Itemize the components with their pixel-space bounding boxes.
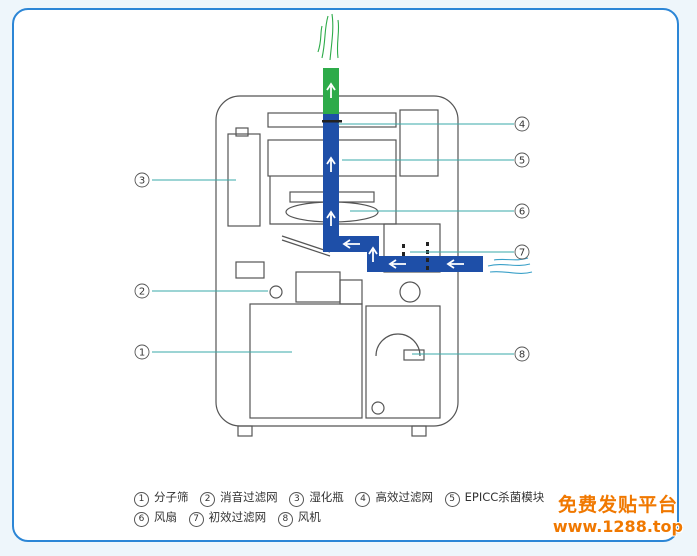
diagram-card bbox=[12, 8, 679, 542]
arrow-left-icon bbox=[342, 239, 360, 249]
wheel-caster bbox=[371, 401, 385, 415]
humidifier-cap bbox=[235, 127, 249, 137]
arrow-up-icon bbox=[326, 82, 336, 98]
exhaust-wisps-icon bbox=[317, 13, 340, 61]
exhaust-flow bbox=[317, 13, 340, 114]
arrow-up-icon bbox=[326, 156, 336, 172]
callout-num-1: 1 bbox=[139, 348, 145, 359]
callout-circles bbox=[134, 116, 530, 362]
connector-circle bbox=[269, 285, 283, 299]
valve-block bbox=[235, 261, 265, 279]
slanted-duct-bottom bbox=[281, 239, 331, 257]
silencer-cap bbox=[339, 279, 363, 305]
molecular-sieve bbox=[249, 303, 363, 419]
callout-num-4: 4 bbox=[519, 120, 525, 131]
callout-num-2: 2 bbox=[139, 287, 145, 298]
watermark-line1: 免费发贴平台 bbox=[557, 494, 678, 516]
duct-vertical bbox=[323, 114, 339, 238]
blower-housing bbox=[375, 333, 421, 357]
callout-num-6: 6 bbox=[519, 207, 525, 218]
arrow-up-icon bbox=[326, 210, 336, 226]
slanted-duct-top bbox=[281, 235, 331, 253]
intake-wisps-icon bbox=[487, 257, 533, 274]
watermark-line2: www.1288.top bbox=[552, 517, 683, 536]
blower-motor bbox=[403, 349, 425, 361]
callout-num-7: 7 bbox=[519, 248, 525, 259]
watermark: 免费发贴平台 www.1288.top bbox=[553, 490, 683, 536]
arrow-left-icon bbox=[446, 259, 464, 269]
machine-foot-left bbox=[237, 425, 253, 437]
compressor-wheel bbox=[399, 281, 421, 303]
intake-flow bbox=[323, 114, 483, 272]
callout-lines bbox=[152, 123, 514, 355]
callout-num-8: 8 bbox=[519, 350, 525, 361]
callout-num-5: 5 bbox=[519, 156, 525, 167]
flow-arrows bbox=[326, 156, 464, 269]
duct-horizontal-lower bbox=[367, 256, 483, 272]
callout-num-3: 3 bbox=[139, 176, 145, 187]
lower-right-cabinet bbox=[365, 305, 441, 419]
machine-foot-right bbox=[411, 425, 427, 437]
right-cabinet bbox=[399, 109, 439, 177]
silencer-filter-body bbox=[295, 271, 341, 303]
callout-numbers: 3 2 1 4 5 6 7 8 bbox=[139, 120, 525, 361]
arrow-left-icon bbox=[388, 259, 406, 269]
arrow-up-icon bbox=[368, 246, 378, 262]
